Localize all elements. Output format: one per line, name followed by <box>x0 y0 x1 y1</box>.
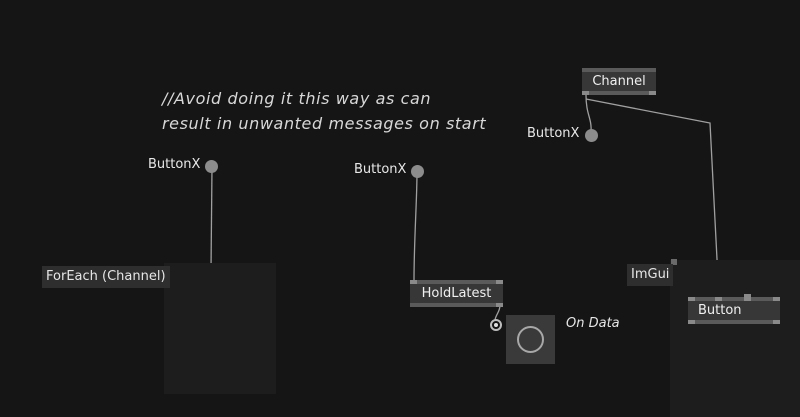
imgui-region-label[interactable]: ImGui <box>627 264 674 286</box>
pad-label-buttonx-middle: ButtonX <box>354 162 407 177</box>
pad-buttonx-left[interactable] <box>205 160 218 173</box>
ondata-label: On Data <box>566 316 620 331</box>
pad-label-buttonx-left: ButtonX <box>148 157 201 172</box>
pad-buttonx-right[interactable] <box>585 129 598 142</box>
wire-holdlatest-ondata <box>494 304 501 321</box>
pad-label-buttonx-right: ButtonX <box>527 126 580 141</box>
node-holdlatest-output-bar <box>410 303 503 307</box>
node-button-input-pin-4[interactable] <box>773 297 780 301</box>
patch-comment[interactable]: //Avoid doing it this way as can result … <box>162 86 486 136</box>
imgui-region[interactable] <box>670 260 800 417</box>
node-holdlatest-output-pin[interactable] <box>496 303 503 307</box>
node-holdlatest[interactable]: HoldLatest <box>410 280 503 307</box>
comment-line-1: //Avoid doing it this way as can <box>162 89 432 108</box>
imgui-region-corner-marker <box>671 259 677 265</box>
node-channel-input-bar <box>582 68 656 72</box>
node-button-input-pin-1[interactable] <box>688 297 695 301</box>
node-button-input-pin-3[interactable] <box>744 294 751 301</box>
foreach-region[interactable] <box>164 263 276 394</box>
node-button-label: Button <box>698 303 742 318</box>
node-channel-output-bar <box>582 91 656 95</box>
node-button[interactable]: Button <box>688 294 780 324</box>
wire-buttonx-holdlatest <box>413 171 418 282</box>
ondata-bang-box[interactable] <box>506 315 555 364</box>
foreach-region-label[interactable]: ForEach (Channel) <box>42 266 170 288</box>
node-holdlatest-input-bar <box>410 280 503 284</box>
wire-channel-button <box>585 98 720 299</box>
node-holdlatest-label: HoldLatest <box>421 286 492 301</box>
node-button-output-pin-right[interactable] <box>773 320 780 324</box>
node-channel-output-pin-left[interactable] <box>582 91 589 95</box>
node-button-input-bar <box>688 297 780 301</box>
pad-buttonx-middle[interactable] <box>411 165 424 178</box>
node-holdlatest-input-pin-left[interactable] <box>410 280 417 284</box>
node-button-output-bar <box>688 320 780 324</box>
node-button-output-pin-left[interactable] <box>688 320 695 324</box>
node-channel-output-pin-right[interactable] <box>649 91 656 95</box>
node-holdlatest-input-pin-right[interactable] <box>496 280 503 284</box>
wire-buttonx-foreach <box>210 166 213 271</box>
comment-line-2: result in unwanted messages on start <box>162 114 487 133</box>
node-channel-label: Channel <box>592 74 646 89</box>
node-channel[interactable]: Channel <box>582 68 656 95</box>
wire-channel-buttonx <box>585 94 592 133</box>
ondata-input-pin[interactable] <box>490 319 502 331</box>
ondata-bang-circle-icon <box>517 326 544 353</box>
node-button-input-pin-2[interactable] <box>715 297 722 301</box>
